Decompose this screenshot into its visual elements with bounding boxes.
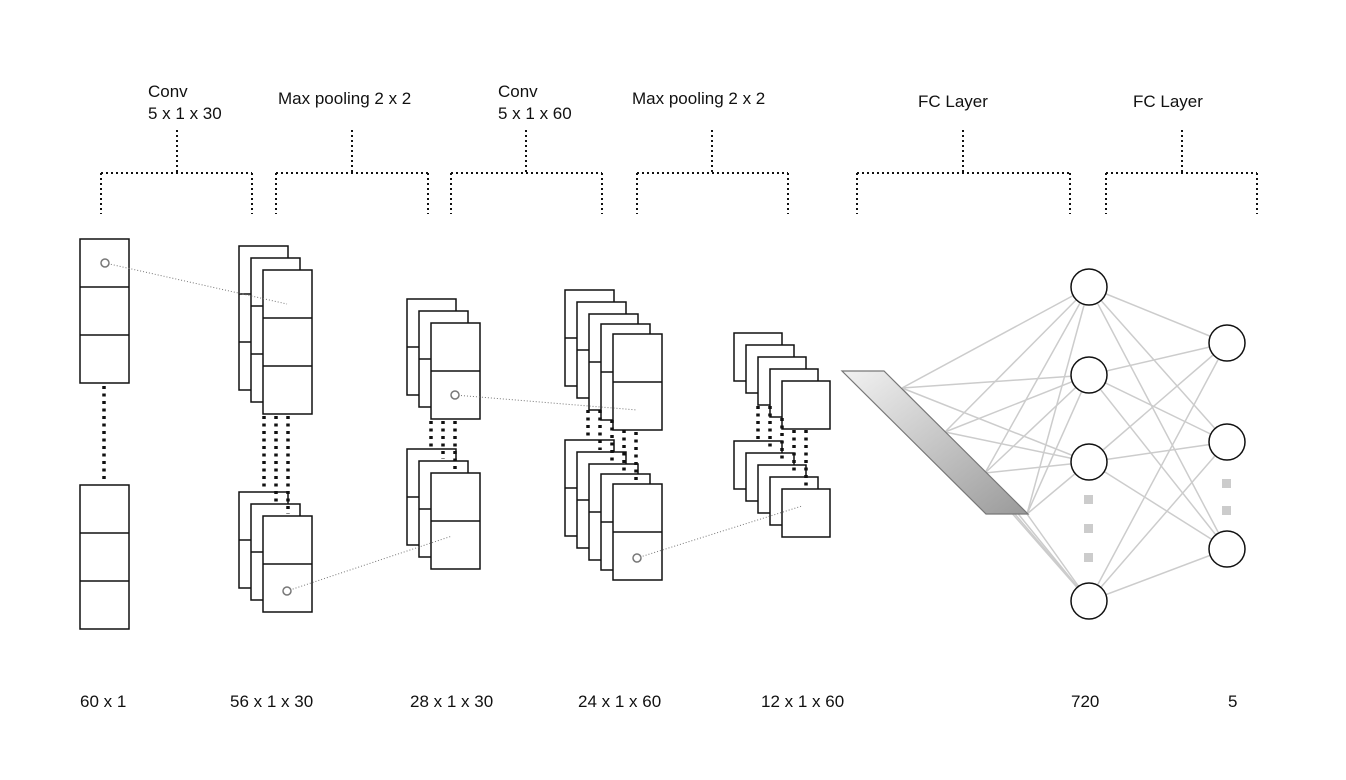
fc1-node <box>1070 443 1108 481</box>
layer-label-conv1: Conv <box>148 82 188 101</box>
bracket-fc1 <box>856 130 1071 214</box>
marker-pool1 <box>450 390 460 400</box>
fc2-node <box>1208 324 1246 362</box>
bracket-pool1 <box>275 130 429 214</box>
layer-labels: Conv 5 x 1 x 30 Max pooling 2 x 2 Conv 5… <box>148 82 1203 123</box>
layer-label-fc2: FC Layer <box>1133 92 1203 111</box>
fc2-node <box>1208 530 1246 568</box>
fc1-node <box>1070 268 1108 306</box>
flatten-slab <box>840 370 1030 515</box>
pool2-feature-maps <box>733 332 831 538</box>
dimension-labels: 60 x 1 56 x 1 x 30 28 x 1 x 30 24 x 1 x … <box>80 692 1237 711</box>
dim-label-pool2: 12 x 1 x 60 <box>761 692 844 711</box>
pool1-feature-maps <box>406 298 481 570</box>
layer-label-conv1-size: 5 x 1 x 30 <box>148 104 222 123</box>
fc2-nodes <box>1208 324 1246 568</box>
receptive-field-connectors <box>100 258 803 596</box>
dim-label-fc1: 720 <box>1071 692 1099 711</box>
fc1-node <box>1070 582 1108 620</box>
marker-conv2 <box>632 553 642 563</box>
marker-input <box>100 258 110 268</box>
layer-label-conv2: Conv <box>498 82 538 101</box>
bracket-fc2 <box>1105 130 1258 214</box>
brackets <box>100 130 1258 214</box>
fc1-nodes <box>1070 268 1108 620</box>
conv1-feature-maps <box>238 245 313 613</box>
dim-label-input: 60 x 1 <box>80 692 126 711</box>
dim-label-fc2: 5 <box>1228 692 1237 711</box>
bracket-conv1 <box>100 130 253 214</box>
layer-label-conv2-size: 5 x 1 x 60 <box>498 104 572 123</box>
fc2-node <box>1208 423 1246 461</box>
dim-label-pool1: 28 x 1 x 30 <box>410 692 493 711</box>
marker-conv1 <box>282 586 292 596</box>
layer-label-fc1: FC Layer <box>918 92 988 111</box>
dim-label-conv1: 56 x 1 x 30 <box>230 692 313 711</box>
layer-label-pool1: Max pooling 2 x 2 <box>278 89 411 108</box>
bracket-conv2 <box>450 130 603 214</box>
conv2-feature-maps <box>564 289 663 581</box>
fc2-edges <box>1088 286 1228 602</box>
layer-label-pool2: Max pooling 2 x 2 <box>632 89 765 108</box>
input-column <box>79 238 130 630</box>
bracket-pool2 <box>636 130 789 214</box>
dim-label-conv2: 24 x 1 x 60 <box>578 692 661 711</box>
fc1-node <box>1070 356 1108 394</box>
